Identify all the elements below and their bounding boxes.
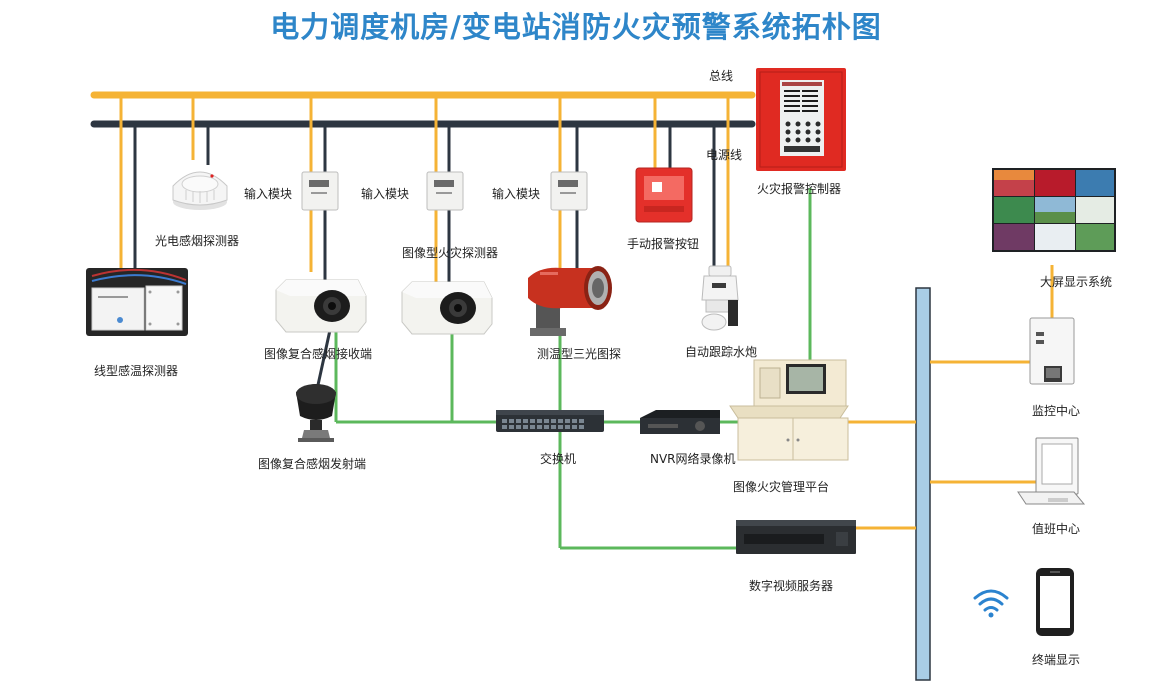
input-module-3	[550, 171, 588, 211]
duty-center-label: 值班中心	[1032, 522, 1081, 536]
terminal-display-label: 终端显示	[1032, 653, 1081, 667]
auto-water-cannon-label: 自动跟踪水炮	[685, 345, 758, 359]
linear-heat-detector-label: 线型感温探测器	[94, 364, 179, 378]
page-title: 电力调度机房/变电站消防火灾预警系统拓朴图	[270, 10, 882, 44]
server-icon	[1029, 317, 1075, 385]
bus-lines	[90, 91, 756, 128]
digital-video-server-label: 数字视频服务器	[749, 579, 834, 593]
image-smoke-receiver	[275, 279, 367, 333]
monitor-center-label: 监控中心	[1032, 404, 1081, 418]
network-switch	[496, 410, 604, 432]
power-line-label: 电源线	[706, 148, 743, 162]
manual-alarm-button-label: 手动报警按钮	[627, 237, 700, 251]
tri-light-detector	[528, 266, 612, 336]
smoke-receiver-label: 图像复合感烟接收端	[264, 347, 373, 361]
input-module-3-label: 输入模块	[492, 187, 541, 201]
pc-icon	[1017, 437, 1086, 505]
auto-water-cannon	[701, 265, 739, 331]
digital-video-server	[736, 520, 856, 554]
big-screen-display	[992, 168, 1116, 252]
nvr-recorder	[640, 410, 720, 434]
wifi-icon	[973, 589, 1009, 618]
fire-alarm-controller	[756, 68, 846, 171]
linear-heat-detector	[86, 268, 188, 336]
image-smoke-emitter	[296, 384, 336, 442]
bus-drops	[119, 95, 730, 282]
switch-label: 交换机	[540, 452, 577, 466]
phone-icon	[1036, 568, 1074, 636]
smoke-detector-label: 光电感烟探测器	[155, 234, 240, 248]
image-fire-platform	[729, 359, 849, 461]
tri-light-detector-label: 测温型三光图探	[537, 347, 622, 361]
network-lines	[334, 188, 812, 550]
nvr-label: NVR网络录像机	[650, 452, 736, 466]
input-module-2	[426, 171, 464, 211]
network-backbone	[915, 287, 931, 681]
input-module-2-label: 输入模块	[361, 187, 410, 201]
image-fire-platform-label: 图像火灾管理平台	[733, 480, 830, 494]
bus-line-label: 总线	[709, 69, 734, 83]
input-module-1	[301, 171, 339, 211]
input-module-1-label: 输入模块	[244, 187, 293, 201]
power-drops	[133, 124, 716, 386]
smoke-detector	[172, 171, 228, 210]
image-fire-detector-label: 图像型火灾探测器	[402, 246, 499, 260]
smoke-emitter-label: 图像复合感烟发射端	[258, 457, 367, 471]
image-fire-detector	[401, 281, 493, 335]
backbone-links	[848, 265, 1054, 530]
big-screen-label: 大屏显示系统	[1040, 275, 1113, 289]
manual-alarm-button	[635, 167, 693, 223]
fire-alarm-controller-label: 火灾报警控制器	[757, 182, 842, 196]
